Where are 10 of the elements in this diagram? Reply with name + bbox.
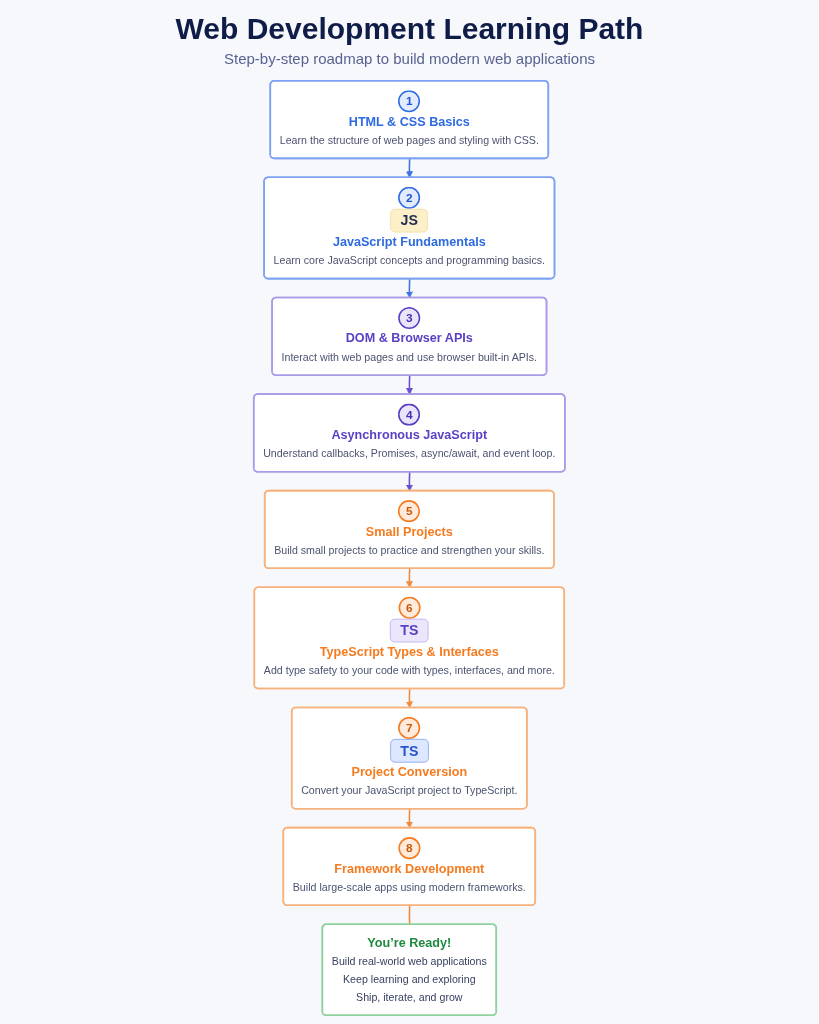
subtitle: Step-by-step roadmap to build modern web applications <box>223 50 595 67</box>
arrow <box>406 808 414 829</box>
arrow <box>406 471 414 492</box>
arrow <box>406 158 414 178</box>
arrow <box>406 567 414 588</box>
arrow <box>406 688 414 709</box>
connector <box>408 904 411 926</box>
title: Web Development Learning Path <box>175 12 644 46</box>
arrow <box>406 374 414 395</box>
arrow <box>406 278 414 299</box>
